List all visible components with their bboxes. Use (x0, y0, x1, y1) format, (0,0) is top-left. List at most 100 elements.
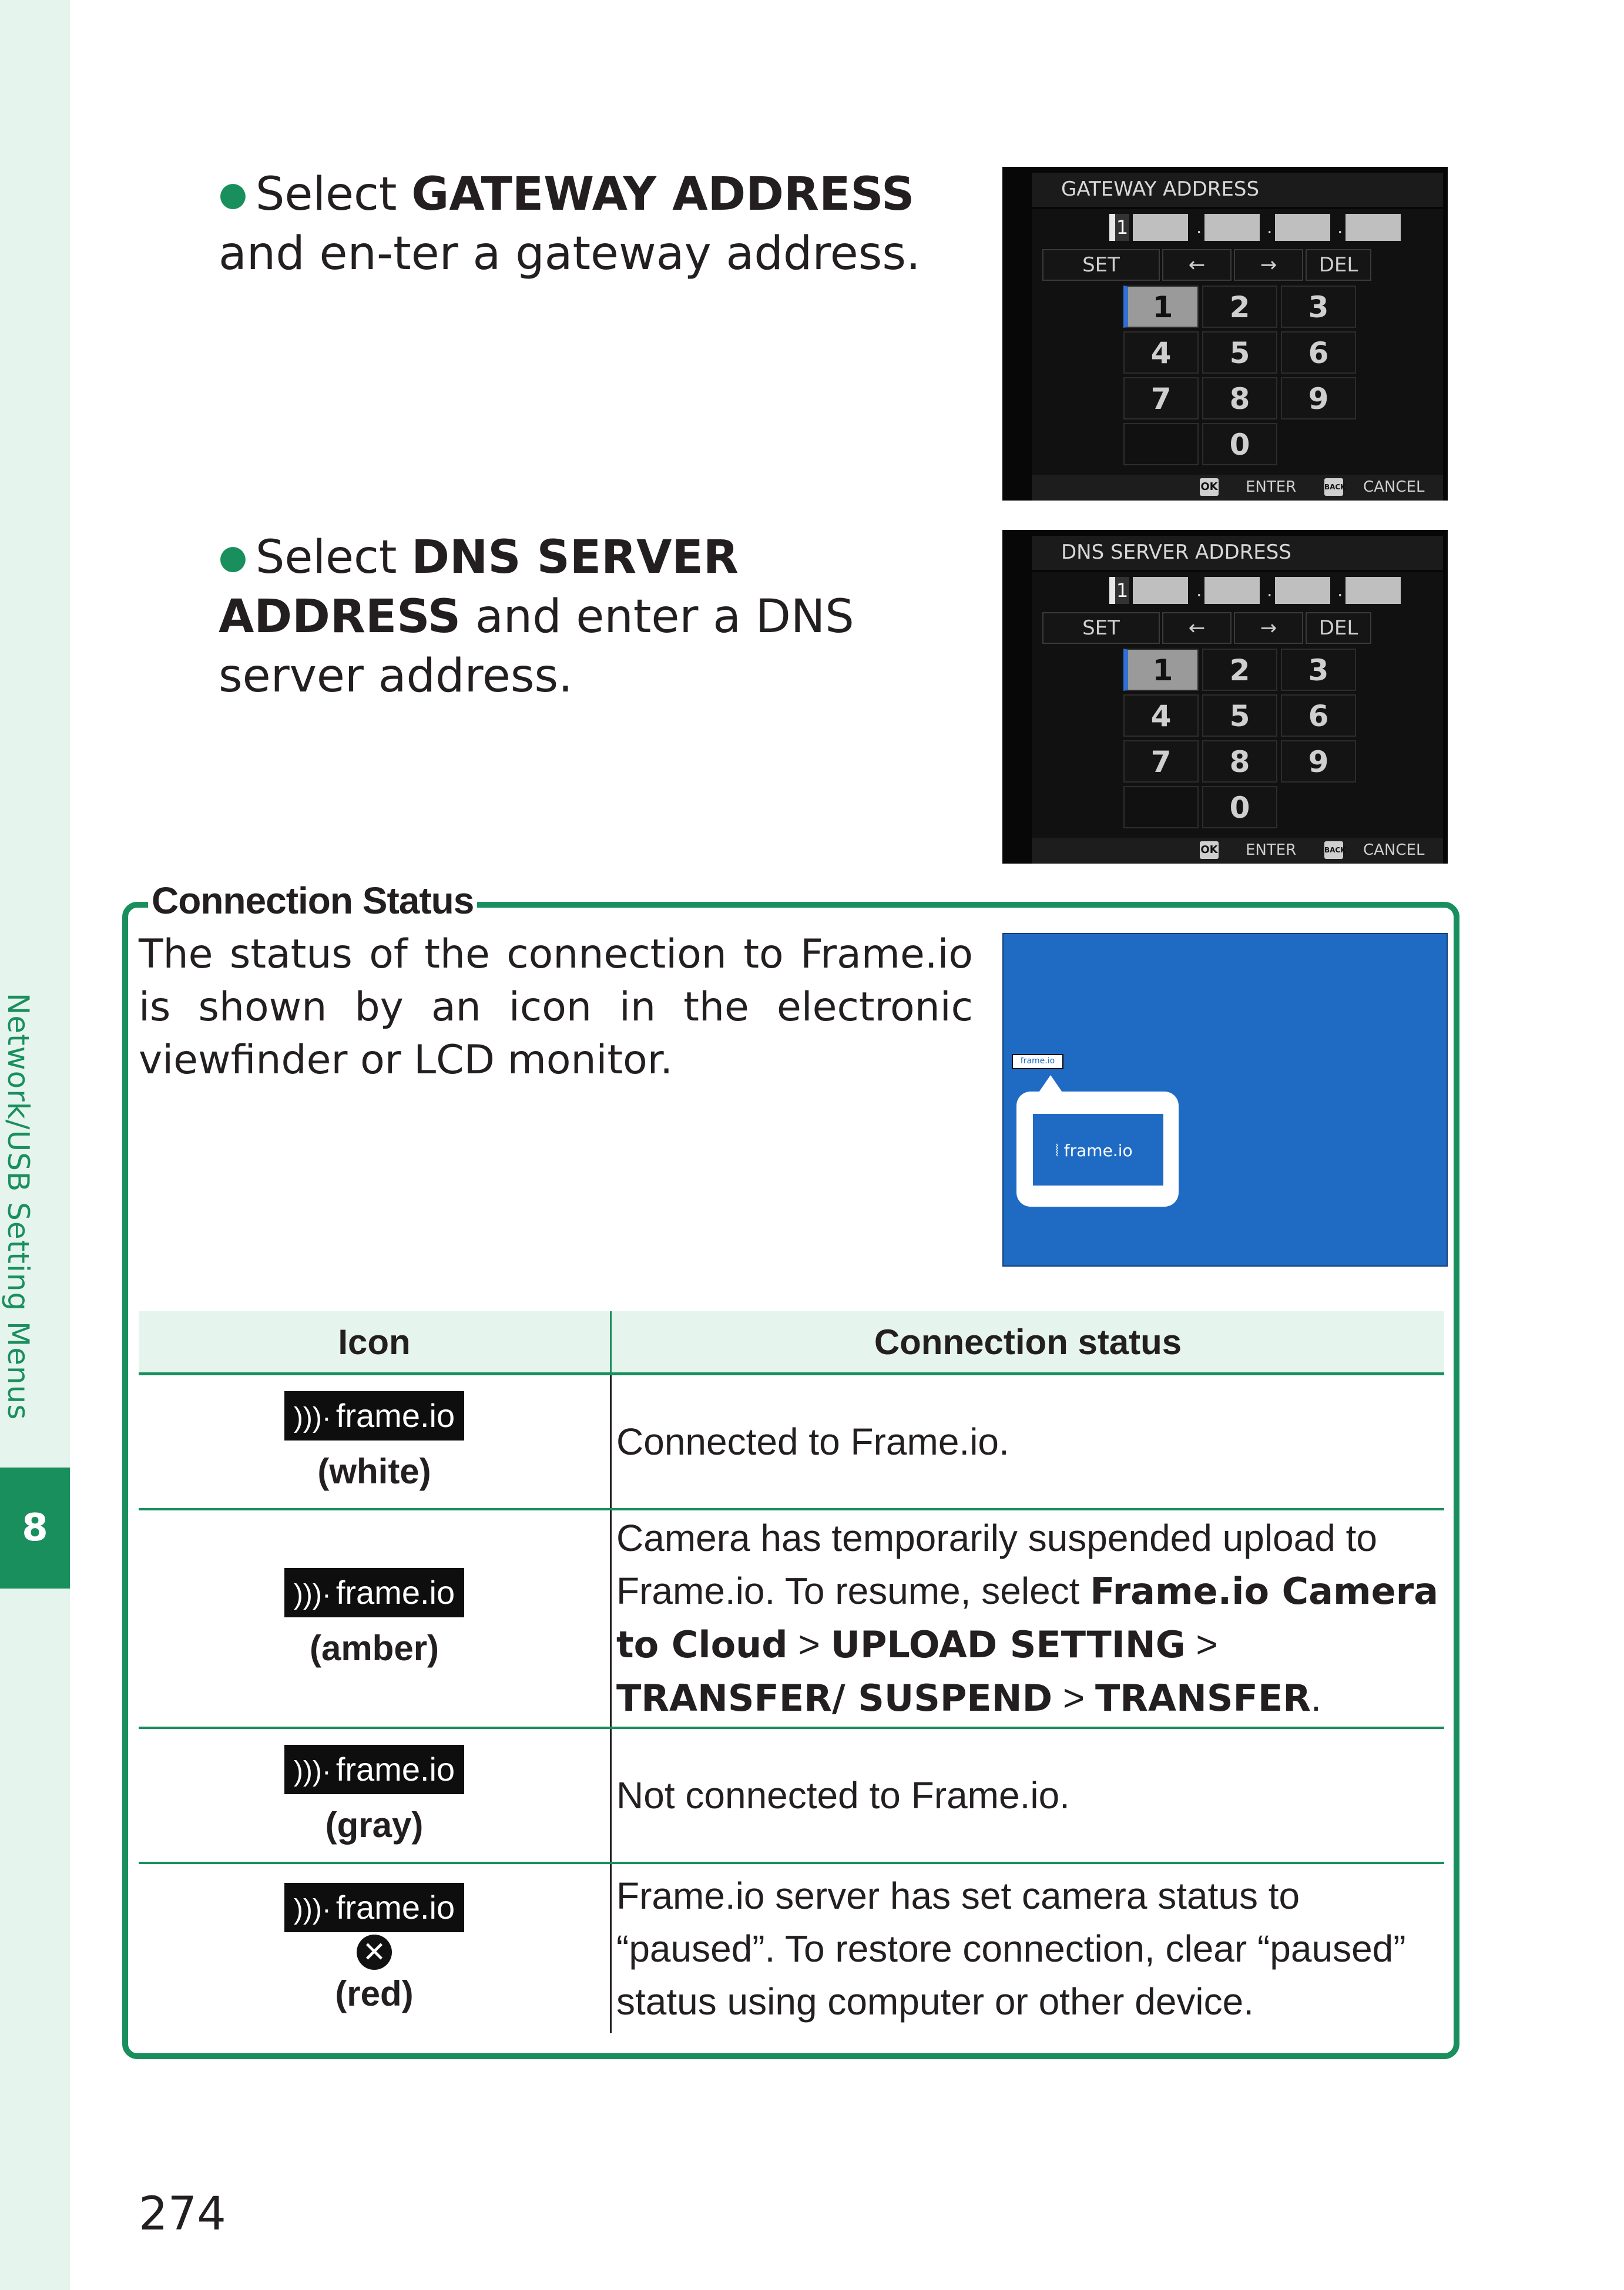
address-field-3[interactable] (1275, 577, 1330, 604)
icon-color-label: (red) (335, 1974, 414, 2013)
key-8[interactable]: 8 (1202, 740, 1277, 783)
address-field-2[interactable] (1204, 577, 1260, 604)
menu-path-separator: > (1185, 1623, 1218, 1666)
right-arrow-icon[interactable]: → (1234, 612, 1303, 644)
key-9[interactable]: 9 (1281, 740, 1356, 783)
key-4[interactable]: 4 (1123, 331, 1199, 374)
key-0[interactable]: 0 (1202, 423, 1277, 465)
key-2[interactable]: 2 (1202, 286, 1277, 328)
menu-path-item: Frame.io Camera to Cloud (616, 1570, 1439, 1666)
connection-status-heading: Connection Status (148, 879, 478, 922)
screen-title: GATEWAY ADDRESS (1061, 177, 1260, 201)
camera-screen-dns: DNS SERVER ADDRESS 1 . . . SET ← → DEL 1… (1002, 530, 1448, 864)
status-cell: Camera has temporarily suspended upload … (610, 1509, 1444, 1729)
bullet-text: Select (255, 531, 412, 584)
key-2[interactable]: 2 (1202, 649, 1277, 691)
text-cursor (1109, 214, 1115, 241)
key-7[interactable]: 7 (1123, 377, 1199, 419)
cancel-label[interactable]: CANCEL (1363, 841, 1425, 859)
frameio-amber-icon: )))·frame.io (284, 1568, 464, 1617)
set-button[interactable]: SET (1042, 612, 1160, 644)
screen-footer (1032, 838, 1443, 864)
ok-badge-icon: OK (1200, 841, 1219, 859)
delete-button[interactable]: DEL (1306, 249, 1371, 281)
address-separator: . (1267, 580, 1273, 601)
key-0[interactable]: 0 (1202, 786, 1277, 828)
paused-x-icon: ✕ (357, 1935, 392, 1970)
bullet-text: Select (255, 168, 412, 221)
key-1[interactable]: 1 (1123, 286, 1199, 328)
back-badge-icon: BACK (1324, 478, 1346, 496)
left-arrow-icon[interactable]: ← (1162, 249, 1232, 281)
icon-color-label: (white) (317, 1452, 431, 1492)
bullet-bold-term: GATEWAY ADDRESS (411, 168, 915, 221)
page-number: 274 (139, 2188, 226, 2241)
screen-title-bar (1032, 173, 1443, 207)
address-field-2[interactable] (1204, 214, 1260, 241)
icon-color-label: (amber) (309, 1628, 439, 1668)
icon-cell: )))·frame.io (gray) (139, 1727, 612, 1864)
menu-path-separator: > (1052, 1677, 1095, 1719)
address-field-4[interactable] (1345, 214, 1401, 241)
menu-path-separator: > (787, 1623, 831, 1666)
key-6[interactable]: 6 (1281, 331, 1356, 374)
address-field-1[interactable] (1133, 214, 1188, 241)
address-field-4[interactable] (1345, 577, 1401, 604)
text-cursor (1109, 577, 1115, 604)
key-blank (1123, 423, 1199, 465)
frameio-callout-label: frame.io (1063, 1141, 1133, 1160)
set-button[interactable]: SET (1042, 249, 1160, 281)
callout-tail (1038, 1075, 1063, 1094)
icon-cell: )))·frame.io ✕ (red) (139, 1862, 612, 2033)
chapter-sidebar (0, 0, 70, 2290)
bullet-text: and en-ter a gateway address. (219, 227, 921, 280)
left-arrow-icon[interactable]: ← (1162, 612, 1232, 644)
status-cell: Frame.io server has set camera status to… (616, 1874, 1406, 2023)
chapter-number: 8 (22, 1506, 48, 1550)
address-field-3[interactable] (1275, 214, 1330, 241)
header-status: Connection status (610, 1311, 1444, 1375)
key-4[interactable]: 4 (1123, 694, 1199, 737)
connection-status-box (122, 902, 1459, 2059)
status-text: . (1311, 1677, 1321, 1719)
icon-text: frame.io (335, 1889, 455, 1926)
key-3[interactable]: 3 (1281, 286, 1356, 328)
address-digit[interactable]: 1 (1115, 577, 1129, 604)
table-row: )))·frame.io (amber) Camera has temporar… (139, 1509, 1444, 1729)
address-separator: . (1267, 217, 1273, 238)
table-row: )))·frame.io (gray) Not connected to Fra… (139, 1727, 1444, 1864)
camera-screen-gateway: GATEWAY ADDRESS 1 . . . SET ← → DEL 1 2 … (1002, 167, 1448, 501)
table-row: )))·frame.io (white) Connected to Frame.… (139, 1374, 1444, 1510)
key-8[interactable]: 8 (1202, 377, 1277, 419)
table-row: )))·frame.io ✕ (red) Frame.io server has… (139, 1862, 1444, 2033)
address-separator: . (1196, 217, 1202, 238)
icon-text: frame.io (335, 1397, 455, 1435)
key-7[interactable]: 7 (1123, 740, 1199, 783)
menu-path-item: TRANSFER/ SUSPEND (616, 1677, 1053, 1720)
key-6[interactable]: 6 (1281, 694, 1356, 737)
enter-label[interactable]: ENTER (1246, 841, 1297, 859)
chapter-tab[interactable]: 8 (0, 1468, 70, 1589)
bullet-gateway: ●Select GATEWAY ADDRESS and en-ter a gat… (219, 164, 982, 284)
icon-color-label: (gray) (325, 1805, 424, 1845)
key-5[interactable]: 5 (1202, 694, 1277, 737)
address-separator: . (1337, 217, 1343, 238)
frameio-red-icon: )))·frame.io (284, 1883, 464, 1932)
right-arrow-icon[interactable]: → (1234, 249, 1303, 281)
key-blank (1123, 786, 1199, 828)
key-5[interactable]: 5 (1202, 331, 1277, 374)
back-badge-icon: BACK (1324, 841, 1346, 859)
ok-badge-icon: OK (1200, 478, 1219, 496)
screen-title: DNS SERVER ADDRESS (1061, 540, 1291, 564)
address-digit[interactable]: 1 (1115, 214, 1129, 241)
callout-inner (1033, 1114, 1163, 1186)
address-field-1[interactable] (1133, 577, 1188, 604)
enter-label[interactable]: ENTER (1246, 478, 1297, 496)
connection-status-table: Icon Connection status )))·frame.io (whi… (139, 1311, 1444, 2033)
key-1[interactable]: 1 (1123, 649, 1199, 691)
key-3[interactable]: 3 (1281, 649, 1356, 691)
icon-text: frame.io (335, 1574, 455, 1611)
key-9[interactable]: 9 (1281, 377, 1356, 419)
cancel-label[interactable]: CANCEL (1363, 478, 1425, 496)
delete-button[interactable]: DEL (1306, 612, 1371, 644)
